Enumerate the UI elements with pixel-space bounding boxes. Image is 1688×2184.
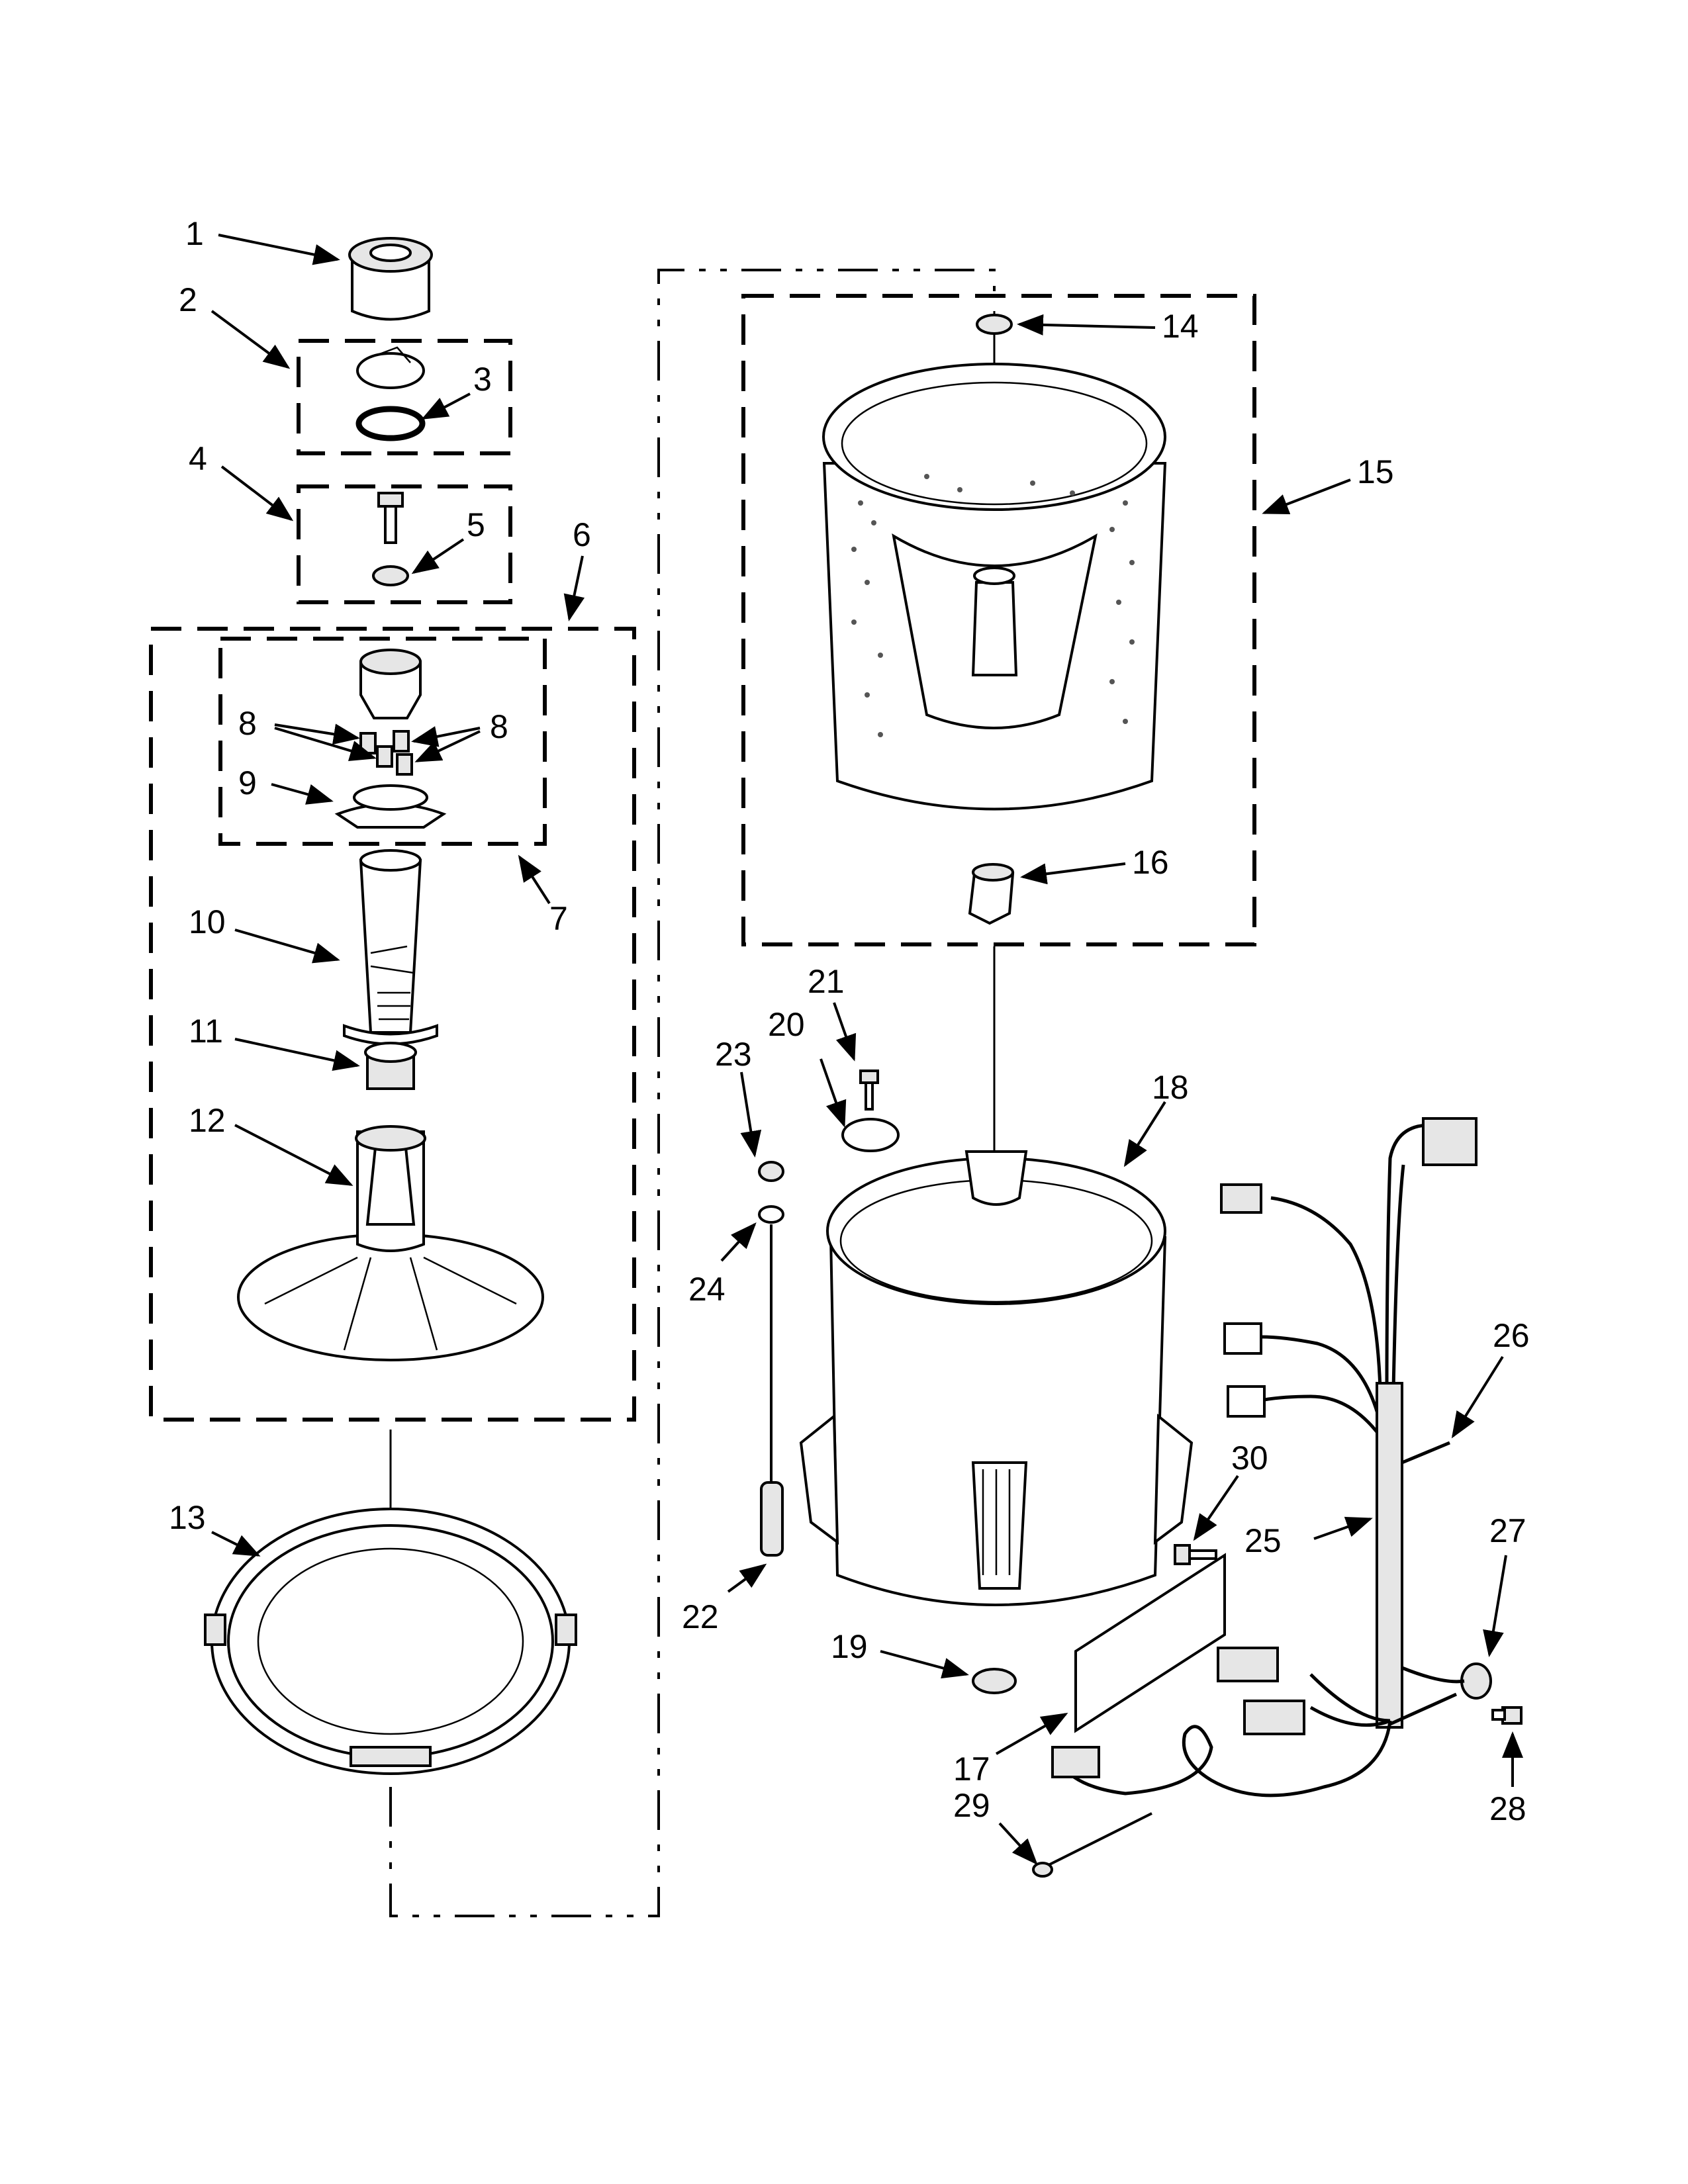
part-25-harness — [1051, 1117, 1477, 1797]
callout-10: 10 — [189, 903, 226, 940]
part-26-wire — [1401, 1441, 1450, 1465]
leader-26 — [1451, 1355, 1504, 1439]
callout-8-left: 8 — [238, 705, 257, 742]
part-19-seal — [972, 1668, 1017, 1694]
callout-25: 25 — [1244, 1522, 1282, 1559]
part-7-cam — [359, 649, 422, 719]
leader-27 — [1483, 1555, 1507, 1657]
callout-28: 28 — [1489, 1790, 1526, 1827]
group-box-2 — [297, 339, 512, 455]
callout-12: 12 — [189, 1102, 226, 1139]
callout-11: 11 — [189, 1013, 223, 1050]
leader-14 — [1017, 314, 1156, 336]
callout-24: 24 — [688, 1271, 726, 1308]
part-14-nut — [976, 314, 1013, 335]
leader-13 — [211, 1531, 261, 1557]
part-4-bolt — [377, 492, 404, 544]
leader-20 — [820, 1058, 847, 1128]
callout-1: 1 — [185, 215, 204, 252]
callout-30: 30 — [1231, 1439, 1268, 1477]
part-22-damper — [760, 1481, 784, 1557]
part-30-screw — [1174, 1544, 1217, 1565]
leader-9 — [271, 783, 334, 805]
leader-16 — [1020, 862, 1126, 885]
part-20-plate — [841, 1118, 900, 1152]
leader-6 — [563, 555, 585, 621]
part-28-screw — [1491, 1706, 1523, 1725]
callout-2: 2 — [179, 281, 197, 318]
leader-30 — [1193, 1475, 1239, 1541]
part-21-screw — [859, 1069, 879, 1111]
leader-24 — [720, 1222, 757, 1262]
part-24-rod — [758, 1205, 784, 1482]
group-box-6 — [149, 627, 636, 1422]
part-11-coupling — [364, 1042, 417, 1090]
leader-11 — [234, 1038, 360, 1071]
callout-23: 23 — [715, 1036, 752, 1073]
connector-line — [389, 269, 996, 1917]
leader-5 — [411, 538, 465, 574]
callout-27: 27 — [1489, 1512, 1526, 1549]
callout-29: 29 — [953, 1787, 990, 1824]
leader-3 — [421, 392, 471, 420]
part-10-barrel — [343, 849, 438, 1046]
group-box-7 — [218, 637, 547, 846]
leader-19 — [880, 1650, 969, 1679]
callout-20: 20 — [768, 1006, 805, 1043]
leader-12 — [234, 1124, 353, 1186]
callout-13: 13 — [169, 1499, 206, 1536]
callout-6: 6 — [573, 516, 591, 553]
part-5-washer — [372, 565, 409, 586]
leader-4 — [220, 465, 294, 522]
callout-15: 15 — [1357, 453, 1394, 490]
callout-22: 22 — [682, 1598, 719, 1635]
leader-10 — [234, 929, 340, 964]
callout-14: 14 — [1162, 308, 1199, 345]
callout-3: 3 — [473, 361, 492, 398]
part-18-tub — [799, 1150, 1194, 1606]
part-3-ring — [355, 406, 426, 441]
group-box-15 — [741, 294, 1256, 946]
leader-2 — [211, 310, 291, 369]
part-12-agitator — [237, 1125, 544, 1361]
part-1-cap — [348, 237, 433, 321]
leader-17 — [996, 1713, 1068, 1755]
callout-17: 17 — [953, 1751, 990, 1788]
callout-19: 19 — [831, 1628, 868, 1665]
callout-8-right: 8 — [490, 708, 508, 745]
callout-16: 16 — [1132, 844, 1169, 881]
part-27-clamp — [1401, 1662, 1492, 1700]
part-15-basket — [822, 363, 1167, 811]
part-23-clip — [758, 1161, 784, 1182]
part-17-label — [1074, 1553, 1226, 1733]
callout-18: 18 — [1152, 1069, 1189, 1106]
leader-23 — [740, 1071, 762, 1158]
group-box-4 — [297, 484, 512, 604]
callout-9: 9 — [238, 764, 257, 801]
part-29-sensor — [1032, 1812, 1152, 1878]
leader-8d — [414, 730, 481, 762]
leader-1 — [218, 234, 340, 265]
leader-7 — [518, 854, 551, 905]
callout-7: 7 — [549, 900, 568, 937]
leader-21 — [833, 1002, 857, 1062]
callout-4: 4 — [189, 440, 207, 477]
part-13-tub-ring — [204, 1508, 577, 1775]
part-9-plate — [334, 784, 447, 829]
part-16-hub — [968, 863, 1015, 925]
part-2-clip — [356, 346, 425, 389]
part-8-dogs — [359, 730, 413, 776]
leader-18 — [1123, 1101, 1166, 1167]
leader-25 — [1313, 1516, 1373, 1540]
leader-29 — [998, 1822, 1038, 1865]
leader-8b — [274, 727, 377, 761]
leader-8a — [274, 723, 360, 745]
leader-8c — [411, 726, 481, 747]
callout-26: 26 — [1493, 1317, 1530, 1354]
leader-15 — [1262, 478, 1351, 515]
leader-22 — [727, 1563, 767, 1593]
callout-21: 21 — [808, 963, 845, 1000]
callout-5: 5 — [467, 506, 485, 543]
